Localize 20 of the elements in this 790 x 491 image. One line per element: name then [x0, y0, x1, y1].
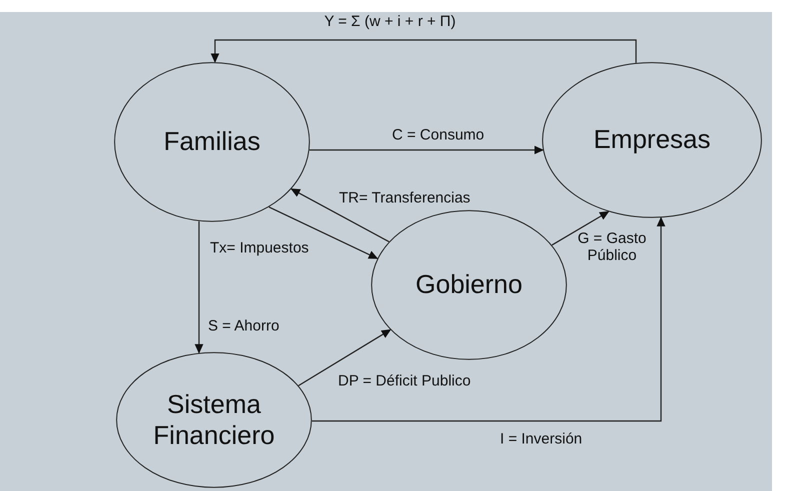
edge-label: TR= Transferencias: [339, 189, 470, 207]
edge-label: C = Consumo: [392, 126, 484, 144]
edge-label: I = Inversión: [500, 430, 582, 448]
arrow: [290, 188, 390, 242]
arrow: [268, 206, 378, 260]
edge-label: Y = Σ (w + i + r + Π): [324, 12, 456, 30]
node-label: Gobierno: [416, 269, 522, 301]
arrow: [194, 221, 204, 354]
node-label: Sistema Financiero: [152, 388, 276, 452]
edge-label: S = Ahorro: [208, 317, 280, 335]
arrow: [298, 329, 392, 386]
edge-label: Tx= Impuestos: [210, 239, 309, 257]
edge-label: DP = Déficit Publico: [338, 372, 471, 390]
arrow: [312, 216, 666, 422]
arrow: [552, 211, 610, 246]
arrow: [210, 39, 637, 63]
node-label: Empresas: [593, 124, 711, 156]
arrow: [310, 146, 544, 154]
edge-label: G = Gasto Público: [576, 230, 648, 264]
node-label: Familias: [164, 126, 260, 158]
